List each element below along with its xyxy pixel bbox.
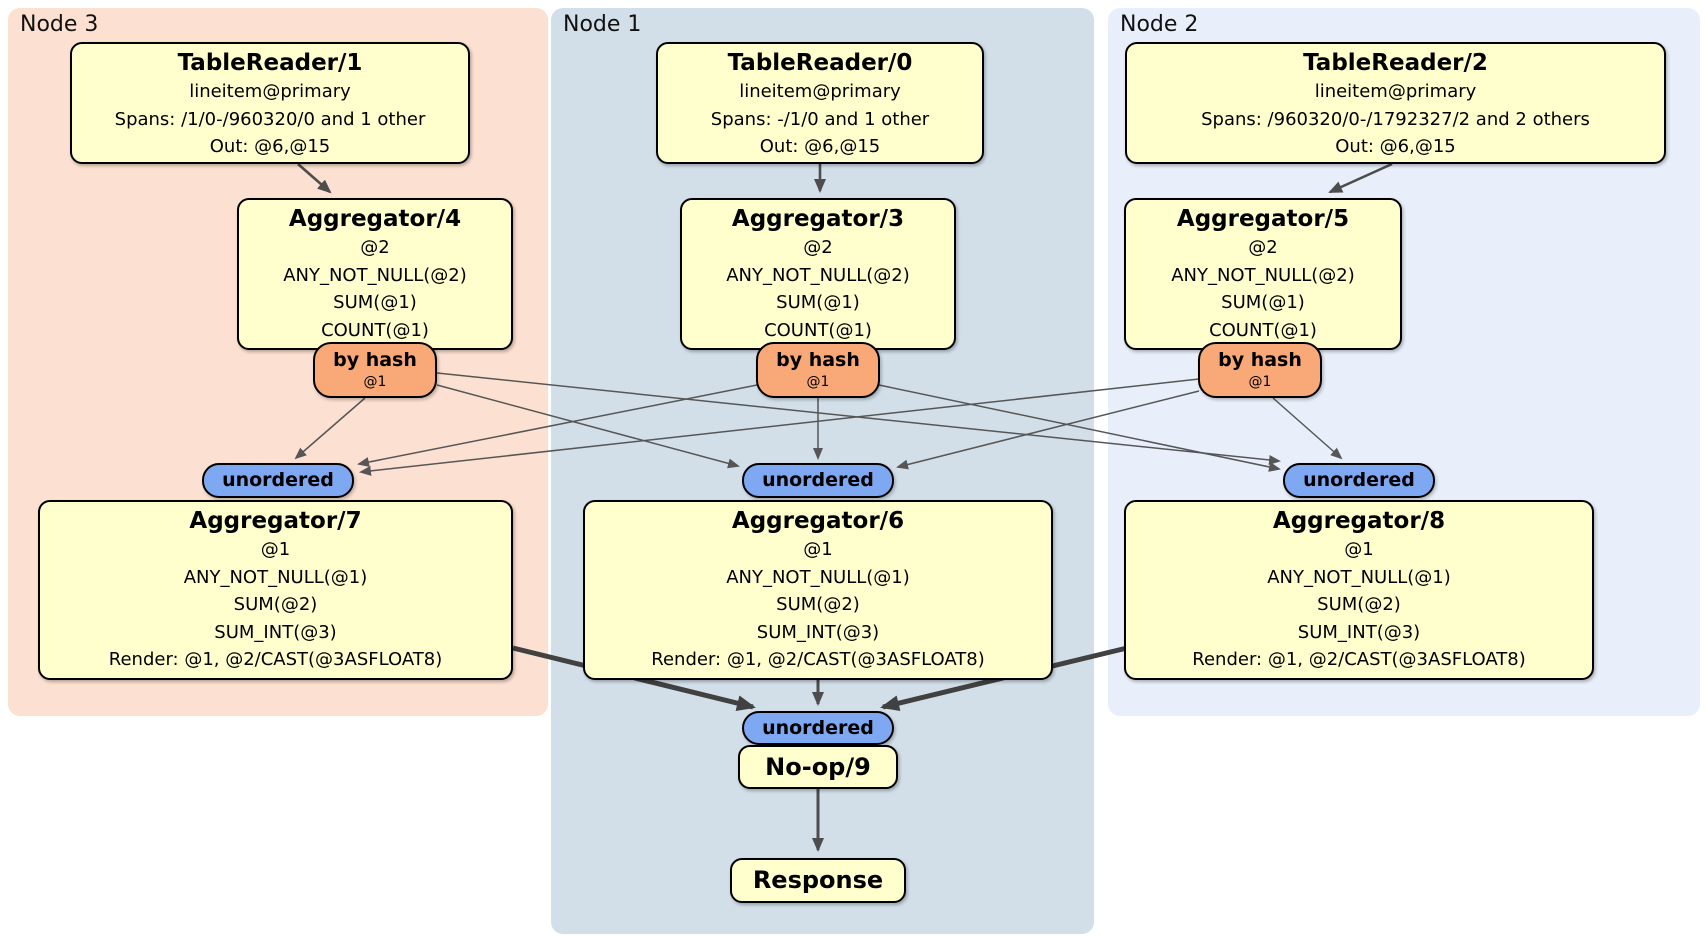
spans-label: Spans: /1/0-/960320/0 and 1 other [114,108,426,130]
processor-title: No-op/9 [765,753,871,781]
agg-expr: ANY_NOT_NULL(@1) [726,566,910,588]
edge-router3-sync7 [357,384,758,467]
unordered-sync-7: unordered [202,463,354,498]
agg-expr: SUM(@1) [776,292,860,313]
agg-expr: COUNT(@1) [1209,319,1317,341]
spans-label: Spans: -/1/0 and 1 other [710,108,930,130]
sync-label: unordered [762,469,874,491]
agg-expr: SUM_INT(@3) [214,621,337,643]
sync-label: unordered [1303,469,1415,491]
noop-9: No-op/9 [738,745,898,789]
hash-router-3: by hash @1 [756,342,880,398]
sync-label: unordered [222,469,334,491]
edge-router5-sync9 [1272,397,1343,460]
processor-title: Aggregator/4 [288,206,462,232]
render-expr: Render: @1, @2/CAST(@3ASFLOAT8) [651,649,985,670]
aggregator-5: Aggregator/5 @2 ANY_NOT_NULL(@2) SUM(@1)… [1124,198,1402,350]
processor-title: Aggregator/3 [731,206,905,232]
processor-title: Response [752,866,884,894]
table-reader-0: TableReader/0 lineitem@primary Spans: -/… [656,42,984,164]
router-label: by hash [1218,349,1302,371]
agg-expr: SUM_INT(@3) [756,621,880,643]
hash-router-edges [294,372,1343,476]
edge-tr2-agg5 [1328,162,1393,194]
sync-label: unordered [762,717,874,739]
agg-expr: ANY_NOT_NULL(@1) [183,566,368,588]
edge-router3-sync8 [878,384,1281,472]
hash-router-5: by hash @1 [1198,342,1322,398]
node2-label: Node 2 [1120,12,1199,37]
agg-expr: SUM_INT(@3) [1297,621,1421,643]
out-label: Out: @6,@15 [1335,136,1456,157]
router-label: by hash [333,349,417,371]
aggregator-7: Aggregator/7 @1 ANY_NOT_NULL(@1) SUM(@2)… [38,500,513,680]
router-cols: @1 [806,374,830,390]
agg-expr: SUM(@2) [776,594,860,615]
processor-title: Aggregator/8 [1272,508,1446,534]
group-cols: @1 [260,539,291,560]
table-reader-1: TableReader/1 lineitem@primary Spans: /1… [70,42,470,164]
render-expr: Render: @1, @2/CAST(@3ASFLOAT8) [108,649,443,670]
spans-label: Spans: /960320/0-/1792327/2 and 2 others [1201,108,1590,130]
agg-expr: ANY_NOT_NULL(@1) [1267,566,1451,588]
node3-label: Node 3 [20,12,99,37]
edge-router5-sync7 [359,378,1200,476]
out-label: Out: @6,@15 [759,136,881,157]
agg-expr: COUNT(@1) [764,319,872,341]
processor-title: TableReader/2 [1303,50,1488,76]
processor-title: TableReader/0 [727,50,913,76]
router-cols: @1 [1248,374,1272,390]
agg-expr: SUM(@1) [333,292,417,313]
index-label: lineitem@primary [1314,81,1477,102]
edge-router4-sync7 [294,397,366,460]
edge-tr1-agg4 [297,163,332,194]
agg-expr: ANY_NOT_NULL(@2) [1171,264,1355,286]
agg-expr: SUM(@2) [233,594,318,615]
aggregator-6: Aggregator/6 @1 ANY_NOT_NULL(@1) SUM(@2)… [583,500,1053,680]
agg-expr: SUM(@2) [1317,594,1401,615]
group-cols: @2 [1248,237,1278,258]
processor-title: Aggregator/6 [731,508,905,534]
aggregator-4: Aggregator/4 @2 ANY_NOT_NULL(@2) SUM(@1)… [237,198,513,350]
processor-title: Aggregator/5 [1176,206,1350,232]
edge-router5-sync6 [896,390,1200,470]
edge-router4-sync6 [436,384,740,469]
group-cols: @1 [803,539,833,560]
aggregator-8: Aggregator/8 @1 ANY_NOT_NULL(@1) SUM(@2)… [1124,500,1594,680]
group-cols: @1 [1344,539,1374,560]
router-cols: @1 [363,374,387,390]
group-cols: @2 [360,237,390,258]
render-expr: Render: @1, @2/CAST(@3ASFLOAT8) [1192,649,1526,670]
node1-label: Node 1 [563,12,642,37]
index-label: lineitem@primary [189,81,351,102]
out-label: Out: @6,@15 [209,136,331,157]
router-label: by hash [776,349,860,371]
unordered-sync-6: unordered [742,463,894,498]
table-reader-2: TableReader/2 lineitem@primary Spans: /9… [1125,42,1666,164]
agg-expr: ANY_NOT_NULL(@2) [726,264,910,286]
unordered-sync-8: unordered [1283,463,1435,498]
agg-expr: SUM(@1) [1221,292,1305,313]
aggregator-3: Aggregator/3 @2 ANY_NOT_NULL(@2) SUM(@1)… [680,198,956,350]
agg-expr: COUNT(@1) [321,319,429,341]
hash-router-4: by hash @1 [313,342,437,398]
group-cols: @2 [803,237,833,258]
tablereader-arrows [297,162,1393,194]
index-label: lineitem@primary [739,81,901,102]
processor-title: TableReader/1 [177,50,363,76]
agg-expr: ANY_NOT_NULL(@2) [283,264,467,286]
unordered-sync-9: unordered [742,711,894,745]
processor-title: Aggregator/7 [189,508,362,534]
response-node: Response [730,858,906,903]
